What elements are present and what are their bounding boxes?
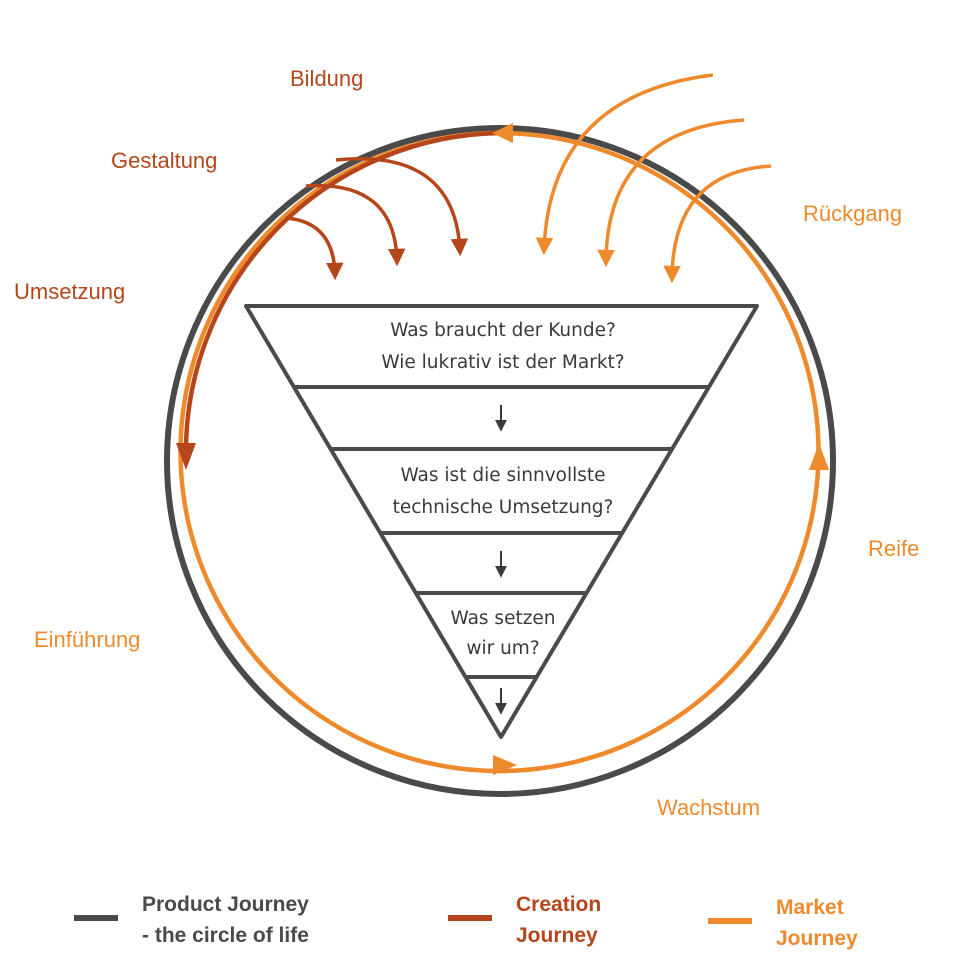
- legend-creation-line1: Creation: [516, 893, 602, 916]
- funnel-question-3-line1: Was setzen: [450, 608, 555, 629]
- ring-arrow-top: [492, 123, 513, 143]
- legend-swatch-market: [708, 918, 752, 924]
- market-arrow-1: [535, 73, 714, 256]
- product-journey-circle: [164, 125, 836, 797]
- stage-label-umsetzung: Umsetzung: [14, 279, 125, 304]
- legend-creation-journey: Creation Journey: [448, 889, 648, 953]
- funnel-question-1-line1: Was braucht der Kunde?: [390, 320, 616, 341]
- funnel-outline: [244, 304, 759, 739]
- stage-label-bildung: Bildung: [290, 66, 363, 91]
- funnel-question-3-line2: wir um?: [466, 638, 539, 659]
- creation-journey-arc: [183, 130, 501, 457]
- stage-label-einfuehrung: Einführung: [34, 627, 140, 652]
- legend-market-line1: Market: [776, 896, 844, 919]
- market-arrow-3: [663, 164, 772, 284]
- ring-arrow-bottom: [493, 755, 517, 775]
- funnel-question-1-line2: Wie lukrativ ist der Markt?: [381, 352, 624, 373]
- legend-market-line2: Journey: [776, 927, 858, 950]
- stage-label-wachstum: Wachstum: [657, 795, 760, 820]
- legend-swatch-creation: [448, 915, 492, 921]
- legend-product-line1: Product Journey: [142, 893, 309, 916]
- legend-product-line2: - the circle of life: [142, 924, 309, 947]
- market-arrow-2: [597, 118, 745, 268]
- ring-arrow-right: [809, 443, 829, 470]
- funnel-question-2-line1: Was ist die sinnvollste: [400, 465, 605, 486]
- legend-swatch-product: [74, 915, 118, 921]
- funnel-question-2-line2: technische Umsetzung?: [393, 497, 614, 518]
- stage-label-rueckgang: Rückgang: [803, 201, 902, 226]
- creation-arrow-3: [335, 157, 469, 257]
- legend-product-journey: Product Journey - the circle of life: [74, 889, 374, 953]
- legend-creation-line2: Journey: [516, 924, 598, 947]
- creation-arrow-2: [305, 183, 406, 267]
- creation-arrow-1: [285, 216, 344, 281]
- stage-label-gestaltung: Gestaltung: [111, 148, 217, 173]
- stage-label-reife: Reife: [868, 536, 919, 561]
- legend-market-journey: Market Journey: [708, 892, 908, 956]
- ring-arrow-left: [176, 443, 196, 470]
